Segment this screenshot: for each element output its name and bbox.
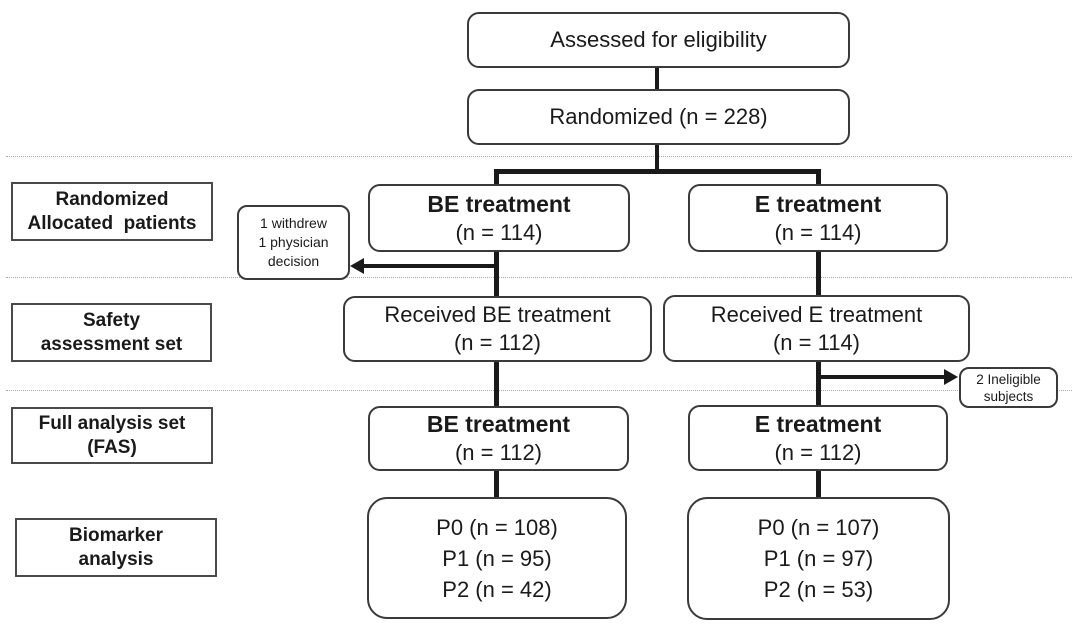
ineligible-exclusion-box: 2 Ineligible subjects [959,367,1058,408]
randomized-text: Randomized (n = 228) [549,104,768,129]
be-fas-n: (n = 112) [454,440,543,465]
section-divider-2 [6,277,1072,278]
connector-branch-to-be [494,169,499,186]
e-fas-title: E treatment [754,410,882,437]
connector-branch-horizontal [494,169,821,174]
connector-e-fas-biomarker [816,469,821,499]
connector-e-received-fas [816,360,821,407]
be-allocated-n: (n = 114) [455,219,543,245]
stage-label-biomarker-analysis: Biomarker analysis [15,518,217,577]
received-be-title: Received BE treatment [384,302,611,327]
received-e-n: (n = 114) [772,329,861,355]
received-e-box: Received E treatment (n = 114) [663,295,970,362]
e-fas-n: (n = 112) [774,439,862,465]
stage-label-full-analysis-set: Full analysis set (FAS) [11,407,213,464]
connector-be-alloc-received [494,250,499,298]
section-divider-1 [6,156,1072,157]
be-fas-box: BE treatment (n = 112) [368,406,629,471]
received-e-title: Received E treatment [710,301,923,327]
stage-label-safety-set: Safety assessment set [11,303,212,362]
connector-assessed-randomized [655,66,659,91]
stage-label-randomized-allocated: Randomized Allocated patients [11,182,213,241]
assessed-eligibility-box: Assessed for eligibility [467,12,850,68]
connector-be-received-fas [494,360,499,408]
withdrew-arrow-shaft [362,264,497,268]
ineligible-arrow-shaft [818,375,946,379]
be-allocated-box: BE treatment (n = 114) [368,184,630,252]
connector-be-fas-biomarker [494,469,499,499]
withdrew-exclusion-box: 1 withdrew 1 physician decision [237,205,350,280]
received-be-box: Received BE treatment (n = 112) [343,296,652,362]
randomized-box: Randomized (n = 228) [467,89,850,145]
connector-branch-to-e [816,169,821,186]
be-fas-title: BE treatment [426,411,571,437]
arrow-right-icon [944,369,958,385]
connector-randomized-branch [655,143,659,171]
section-divider-3 [6,390,1072,391]
be-biomarker-box: P0 (n = 108) P1 (n = 95) P2 (n = 42) [367,497,627,619]
assessed-eligibility-text: Assessed for eligibility [550,27,767,52]
connector-e-alloc-received [816,250,821,297]
e-allocated-title: E treatment [754,190,882,217]
be-allocated-title: BE treatment [427,190,571,217]
e-fas-box: E treatment (n = 112) [688,405,948,471]
received-be-n: (n = 112) [453,330,542,355]
e-allocated-n: (n = 114) [774,219,862,245]
e-allocated-box: E treatment (n = 114) [688,184,948,252]
arrow-left-icon [350,258,364,274]
e-biomarker-box: P0 (n = 107) P1 (n = 97) P2 (n = 53) [687,497,950,620]
